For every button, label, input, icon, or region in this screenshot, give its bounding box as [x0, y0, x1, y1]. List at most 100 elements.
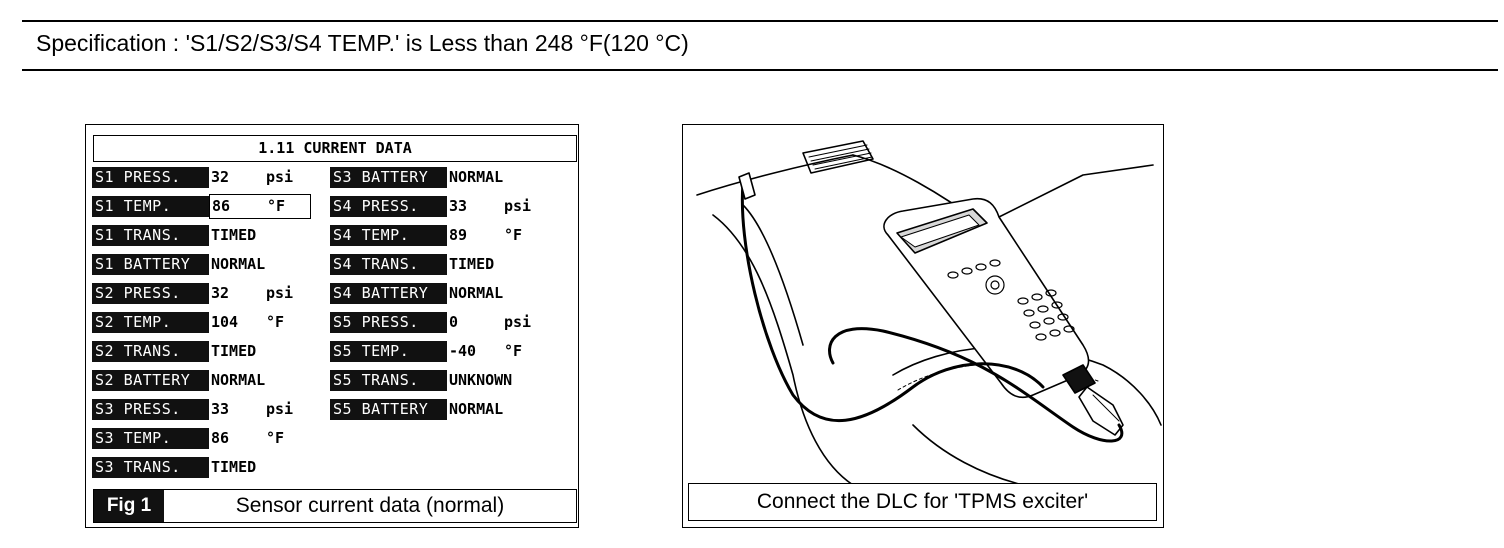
scan-tool-illustration: [696, 140, 1162, 486]
data-row: S2 PRESS.32 psi: [92, 281, 311, 305]
data-label: S4 PRESS.: [330, 195, 447, 217]
specification-text: Specification : 'S1/S2/S3/S4 TEMP.' is L…: [36, 30, 689, 56]
data-unit: psi: [504, 313, 532, 331]
value-group: NORMAL: [447, 284, 547, 302]
data-value: 104: [211, 313, 239, 331]
value-group: TIMED: [447, 255, 547, 273]
value-group: TIMED: [209, 342, 311, 360]
data-value: NORMAL: [449, 168, 504, 186]
data-value: 33: [211, 400, 230, 418]
data-value: NORMAL: [211, 255, 266, 273]
data-label: S2 TRANS.: [92, 340, 209, 362]
data-value: 33: [449, 197, 468, 215]
data-label: S5 TRANS.: [330, 369, 447, 391]
data-value: 86: [212, 197, 231, 215]
data-value: NORMAL: [449, 284, 504, 302]
value-group: 104 °F: [209, 313, 311, 331]
value-group: NORMAL: [209, 371, 311, 389]
data-row: S3 PRESS.33 psi: [92, 397, 311, 421]
data-unit: °F: [504, 226, 523, 244]
data-row: S1 TRANS.TIMED: [92, 223, 311, 247]
data-value: NORMAL: [211, 371, 266, 389]
data-value: TIMED: [211, 458, 257, 476]
value-group: 32 psi: [209, 168, 311, 186]
data-label: S5 PRESS.: [330, 311, 447, 333]
value-group: NORMAL: [447, 168, 547, 186]
data-label: S2 TEMP.: [92, 311, 209, 333]
value-group: TIMED: [209, 458, 311, 476]
value-group: NORMAL: [209, 255, 311, 273]
data-row: S4 PRESS.33 psi: [330, 194, 547, 218]
data-row: S1 PRESS.32 psi: [92, 165, 311, 189]
data-label: S5 BATTERY: [330, 398, 447, 420]
data-value: -40: [449, 342, 477, 360]
value-group: 32 psi: [209, 284, 311, 302]
data-unit: °F: [267, 197, 286, 215]
value-group: 86°F: [209, 429, 311, 447]
data-unit: °F: [266, 313, 285, 331]
data-label: S4 TEMP.: [330, 224, 447, 246]
data-row: S4 TEMP.89 °F: [330, 223, 547, 247]
data-unit: psi: [266, 168, 294, 186]
data-row: S5 TEMP.-40 °F: [330, 339, 547, 363]
bottom-rule: [22, 69, 1498, 71]
data-value: 86: [211, 429, 230, 447]
data-value: 89: [449, 226, 468, 244]
data-label: S1 TEMP.: [92, 195, 209, 217]
data-label: S3 BATTERY: [330, 166, 447, 188]
data-row: S5 PRESS.0 psi: [330, 310, 547, 334]
data-row: S3 TRANS.TIMED: [92, 455, 311, 479]
data-unit: psi: [266, 400, 294, 418]
data-label: S4 TRANS.: [330, 253, 447, 275]
data-label: S3 PRESS.: [92, 398, 209, 420]
value-group: TIMED: [209, 226, 311, 244]
data-value: 32: [211, 168, 230, 186]
value-group: NORMAL: [447, 400, 547, 418]
data-row: S3 TEMP.86°F: [92, 426, 311, 450]
top-rule: [22, 20, 1498, 22]
fig-number: Fig 1: [94, 490, 164, 522]
value-group: 33 psi: [209, 400, 311, 418]
data-row: S2 TRANS.TIMED: [92, 339, 311, 363]
fig-caption-text: Sensor current data (normal): [235, 494, 505, 517]
fig1-caption: Fig 1 Sensor current data (normal): [93, 489, 577, 523]
data-unit: psi: [504, 197, 532, 215]
data-row: S5 TRANS.UNKNOWN: [330, 368, 547, 392]
data-value: 32: [211, 284, 230, 302]
data-label: S1 PRESS.: [92, 166, 209, 188]
data-row: S4 TRANS.TIMED: [330, 252, 547, 276]
data-label: S2 PRESS.: [92, 282, 209, 304]
value-group: 86 °F: [209, 193, 311, 219]
data-value: TIMED: [449, 255, 495, 273]
data-row: S1 TEMP.86 °F: [92, 193, 311, 219]
value-group: 33 psi: [447, 197, 547, 215]
data-unit: °F: [504, 342, 523, 360]
data-label: S1 BATTERY: [92, 253, 209, 275]
data-value: NORMAL: [449, 400, 504, 418]
data-unit: psi: [266, 284, 294, 302]
data-row: S2 TEMP.104 °F: [92, 310, 311, 334]
data-label: S1 TRANS.: [92, 224, 209, 246]
dlc-illustration-panel: Connect the DLC for 'TPMS exciter': [682, 124, 1164, 528]
data-label: S2 BATTERY: [92, 369, 209, 391]
data-value: UNKNOWN: [449, 371, 513, 389]
value-group: UNKNOWN: [447, 371, 547, 389]
data-label: S3 TRANS.: [92, 456, 209, 478]
value-group: 0 psi: [447, 313, 547, 331]
data-label: S3 TEMP.: [92, 427, 209, 449]
data-label: S5 TEMP.: [330, 340, 447, 362]
value-group: -40 °F: [447, 342, 547, 360]
illustration-caption: Connect the DLC for 'TPMS exciter': [688, 483, 1157, 521]
screen-title: 1.11 CURRENT DATA: [93, 135, 577, 162]
data-value: 0: [449, 313, 459, 331]
data-label: S4 BATTERY: [330, 282, 447, 304]
data-value: TIMED: [211, 342, 257, 360]
value-group: 89 °F: [447, 226, 547, 244]
data-value: TIMED: [211, 226, 257, 244]
